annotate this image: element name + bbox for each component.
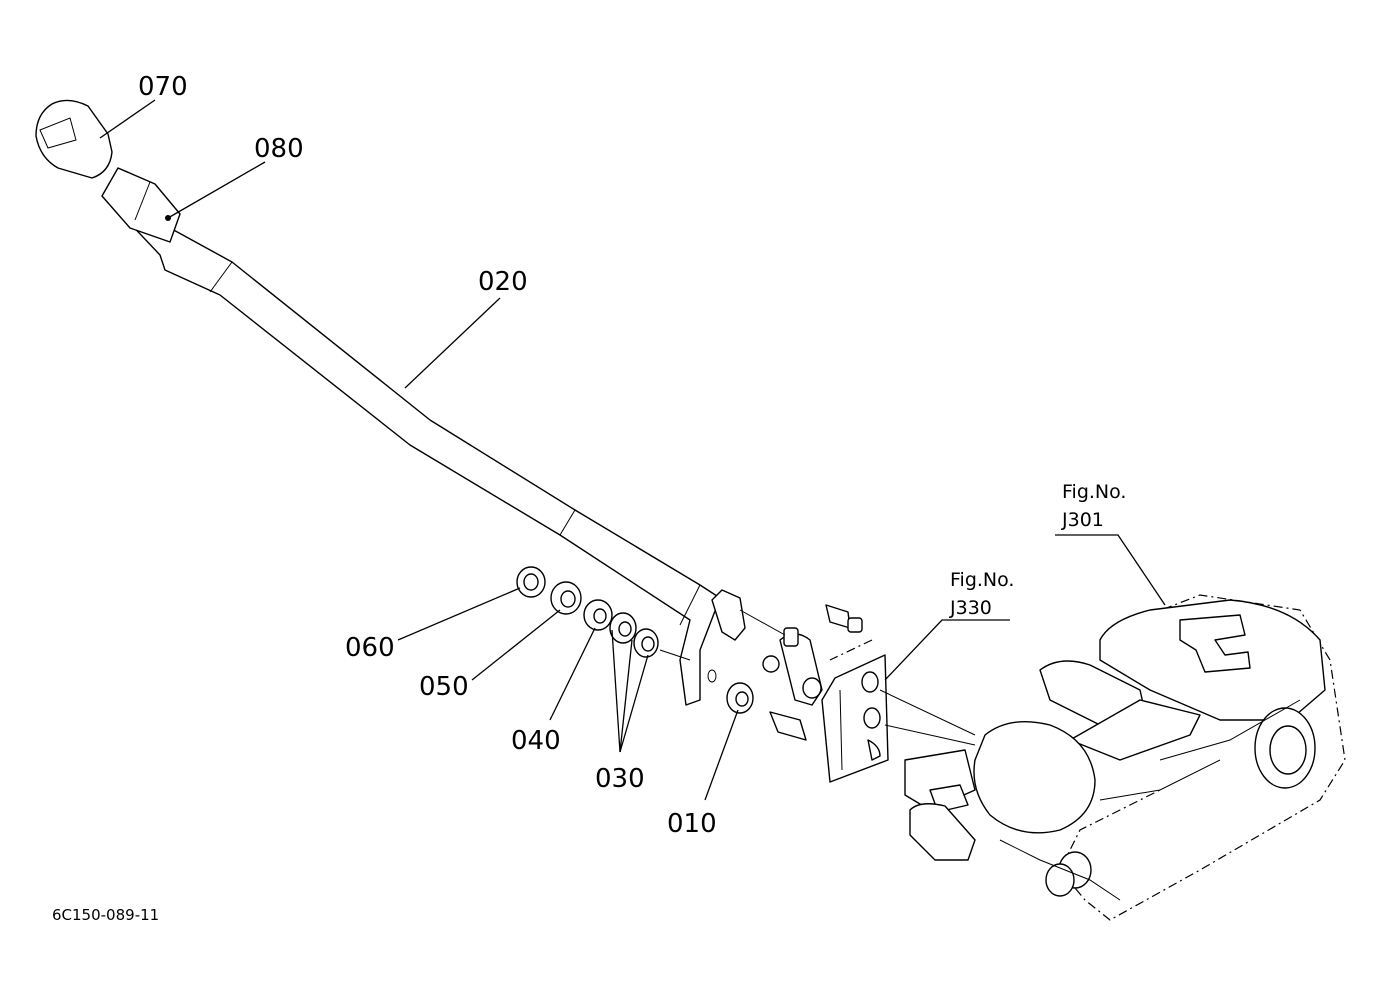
callout-020: 020 (478, 267, 528, 297)
callout-080: 080 (254, 134, 304, 164)
lever-arm (107, 199, 721, 706)
figure-references: Fig.No. J301 Fig.No. J330 (949, 481, 1126, 619)
washer-040 (583, 599, 613, 631)
ref-j330-line2: J330 (949, 597, 992, 619)
pivot-bracket (711, 589, 863, 741)
ref-j330-line1: Fig.No. (950, 569, 1014, 591)
diagram-code: 6C150-089-11 (52, 906, 159, 924)
leader-lines (99, 99, 1166, 801)
grip-sleeve (101, 167, 181, 243)
ref-j301-line2: J301 (1061, 509, 1104, 531)
washer-030b (633, 628, 659, 658)
callout-labels: 070 080 020 060 050 040 030 010 (138, 72, 717, 839)
transmission-housing (904, 594, 1346, 921)
lever-knob (35, 99, 113, 179)
callout-030: 030 (595, 764, 645, 794)
bushing-050 (550, 581, 582, 615)
ref-j301-line1: Fig.No. (1062, 481, 1126, 503)
callout-010: 010 (667, 809, 717, 839)
callout-060: 060 (345, 633, 395, 663)
callout-050: 050 (419, 672, 469, 702)
callout-070: 070 (138, 72, 188, 102)
mounting-plate (821, 639, 889, 783)
explode-lines (659, 609, 976, 746)
bushing-060 (516, 566, 546, 598)
washer-030a (609, 612, 637, 644)
washer-010 (726, 682, 754, 714)
callout-040: 040 (511, 726, 561, 756)
